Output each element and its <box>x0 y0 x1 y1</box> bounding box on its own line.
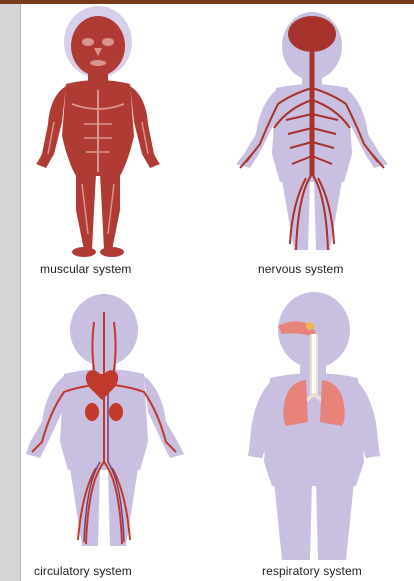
panel-respiratory-system: respiratory system <box>212 292 408 581</box>
caption-circulatory: circulatory system <box>34 564 132 578</box>
panel-muscular-system: muscular system <box>24 4 204 280</box>
panel-nervous-system: nervous system <box>212 4 408 280</box>
muscular-figure <box>24 4 204 280</box>
caption-respiratory: respiratory system <box>262 564 362 578</box>
respiratory-figure <box>212 292 408 568</box>
caption-muscular: muscular system <box>40 262 132 276</box>
circulatory-figure <box>24 292 204 568</box>
caption-nervous: nervous system <box>258 262 343 276</box>
panel-circulatory-system: circulatory system <box>24 292 204 581</box>
left-margin-bar <box>0 4 21 581</box>
nervous-figure <box>212 4 408 280</box>
